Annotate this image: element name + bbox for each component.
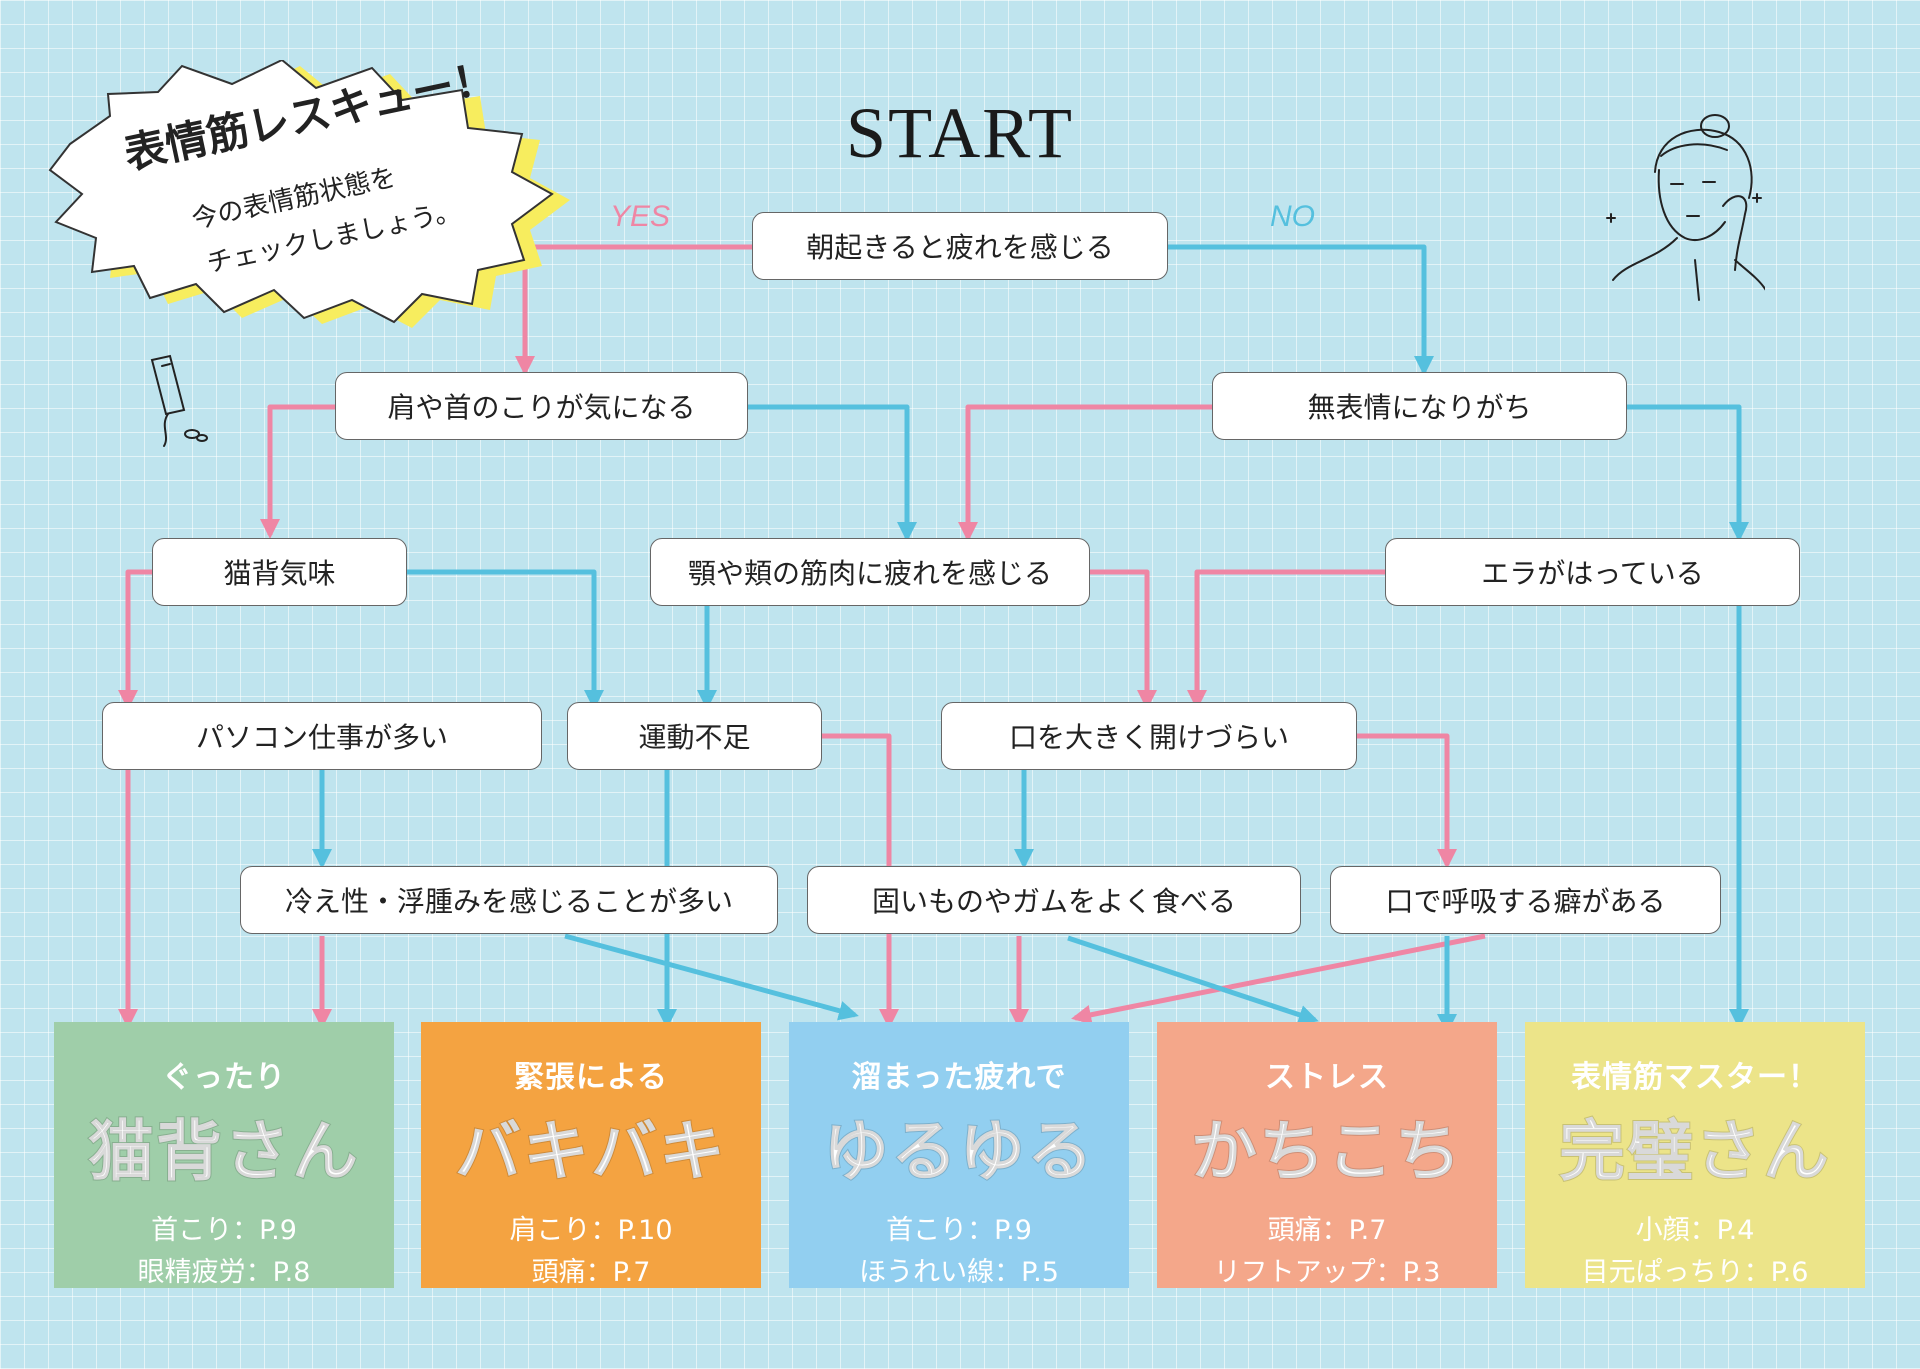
connector-no	[748, 404, 917, 542]
result-ref: 肩こり：P.10	[509, 1215, 673, 1246]
connector-no	[564, 933, 859, 1021]
question-node-q8: 運動不足	[567, 702, 822, 770]
result-ref: ほうれい線：P.5	[859, 1257, 1059, 1288]
result-ref: 目元ぱっちり：P.6	[1581, 1257, 1809, 1288]
question-node-q5: 顎や頬の筋肉に疲れを感じる	[650, 538, 1090, 606]
connector-yes	[1090, 569, 1157, 710]
result-subtitle: 表情筋マスター！	[1571, 1060, 1819, 1095]
no-label: NO	[1270, 200, 1315, 233]
result-box-nekoze: ぐったり 猫背さん 首こり：P.9 眼精疲労：P.8	[54, 1022, 394, 1288]
connector-no	[1168, 244, 1434, 376]
question-node-q3: 無表情になりがち	[1212, 372, 1627, 440]
result-ref: リフトアップ：P.3	[1213, 1257, 1441, 1288]
result-title: かちこち	[1190, 1112, 1463, 1191]
question-node-q4: 猫背気味	[152, 538, 407, 606]
yes-label: YES	[610, 200, 671, 233]
question-node-q2: 肩や首のこりが気になる	[335, 372, 748, 440]
question-node-q7: パソコン仕事が多い	[102, 702, 542, 770]
question-node-q11: 固いものやガムをよく食べる	[807, 866, 1301, 934]
connector-yes	[1187, 569, 1385, 710]
result-subtitle: 緊張による	[513, 1060, 669, 1095]
question-node-q10: 冷え性・浮腫みを感じることが多い	[240, 866, 778, 934]
result-box-kachikochi: ストレス かちこち 頭痛：P.7 リフトアップ：P.3	[1157, 1022, 1497, 1288]
connector-yes	[1071, 933, 1486, 1025]
result-ref: 首こり：P.9	[151, 1215, 297, 1246]
result-ref: 小顔：P.4	[1635, 1215, 1755, 1246]
result-title: 完璧さん	[1558, 1112, 1831, 1191]
result-ref: 頭痛：P.7	[1267, 1215, 1387, 1246]
connector-yes	[260, 404, 335, 539]
lotion-bottle-icon	[150, 354, 208, 447]
result-box-yuruyuru: 溜まった疲れで ゆるゆる 首こり：P.9 ほうれい線：P.5	[789, 1022, 1129, 1288]
result-title: バキバキ	[454, 1112, 727, 1191]
starburst-badge	[48, 60, 570, 328]
result-ref: 首こり：P.9	[886, 1215, 1032, 1246]
connector-no	[407, 569, 604, 710]
result-subtitle: ストレス	[1265, 1060, 1389, 1095]
result-box-kanpeki: 表情筋マスター！ 完璧さん 小顔：P.4 目元ぱっちり：P.6	[1525, 1022, 1865, 1288]
result-box-bakibaki: 緊張による バキバキ 肩こり：P.10 頭痛：P.7	[421, 1022, 761, 1288]
question-node-q12: 口で呼吸する癖がある	[1330, 866, 1721, 934]
page-title: START	[846, 93, 1074, 173]
question-node-q1: 朝起きると疲れを感じる	[752, 212, 1168, 280]
connector-no	[1067, 935, 1319, 1025]
connector-yes	[1357, 733, 1457, 869]
woman-face-icon	[1606, 114, 1765, 301]
connector-no	[1627, 404, 1749, 542]
question-node-q9: 口を大きく開けづらい	[941, 702, 1357, 770]
result-ref: 眼精疲労：P.8	[137, 1257, 311, 1288]
result-title: ゆるゆる	[822, 1112, 1095, 1191]
connector-yes	[958, 404, 1212, 542]
result-title: 猫背さん	[87, 1112, 360, 1191]
connector-yes	[118, 569, 152, 710]
question-node-q6: エラがはっている	[1385, 538, 1800, 606]
result-ref: 頭痛：P.7	[531, 1257, 651, 1288]
result-subtitle: 溜まった疲れで	[851, 1060, 1067, 1095]
result-subtitle: ぐったり	[162, 1060, 286, 1095]
